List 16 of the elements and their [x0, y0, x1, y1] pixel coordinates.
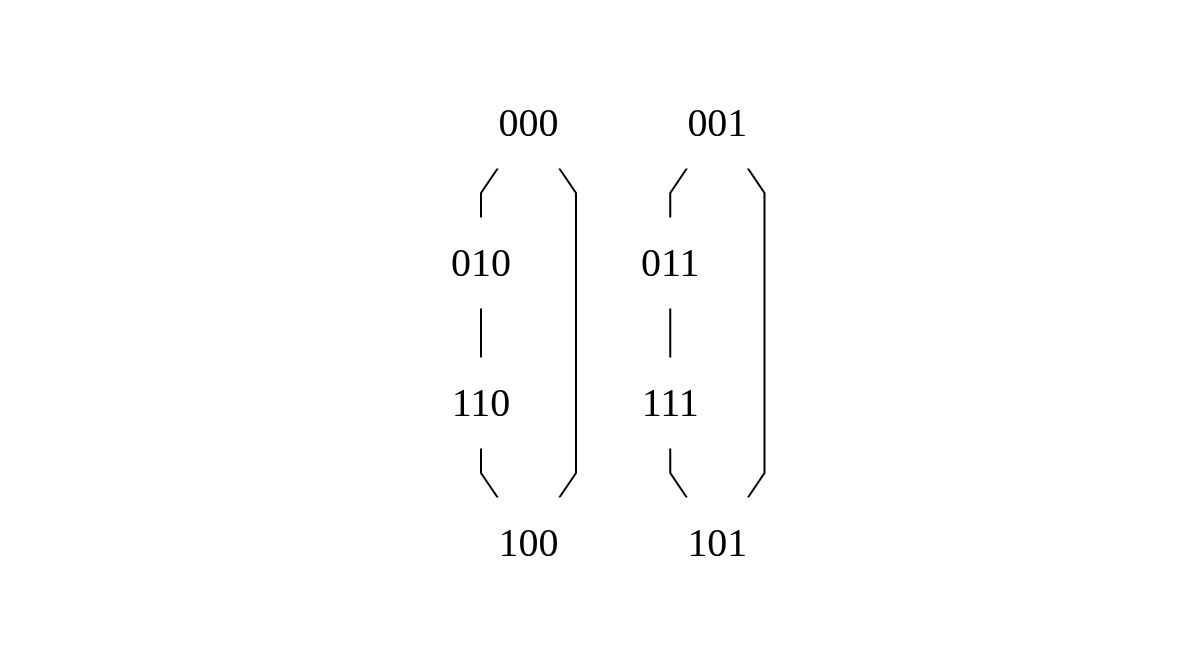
- node-text: 111: [642, 379, 700, 425]
- node-text: 011: [641, 239, 700, 285]
- connector: [480, 446, 500, 499]
- connector: [669, 306, 672, 359]
- node-text: 110: [452, 379, 511, 425]
- node-text: 000: [498, 99, 559, 145]
- connector: [669, 446, 689, 499]
- node-text: 001: [687, 99, 748, 145]
- connector: [558, 166, 578, 499]
- connector: [480, 166, 500, 219]
- connector: [747, 166, 766, 499]
- connector: [480, 306, 483, 359]
- connector: [669, 166, 689, 219]
- node-text: 010: [451, 239, 512, 285]
- node-text: 100: [498, 519, 559, 565]
- node-text: 101: [687, 519, 748, 565]
